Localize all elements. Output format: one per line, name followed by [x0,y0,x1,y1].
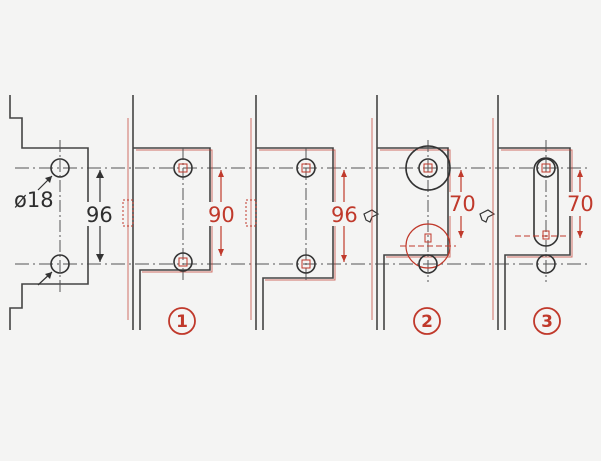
dimension-arrow-down [218,249,224,256]
door-profile [9,95,89,330]
bottom-screw [296,254,316,274]
panel3-spacing-label: 70 [449,192,476,216]
hand-pointer-icon [363,209,380,223]
panel-4: 70 3 [492,95,595,335]
dimension-label-bg [567,192,595,216]
original-spacing-label: 96 [86,203,113,227]
panel1-spacing-label: 90 [208,203,235,227]
step-2-badge [413,307,441,335]
top-hole [50,158,70,178]
bottom-screw [536,254,556,274]
bottom-screw-square [178,257,188,267]
top-screw-square [423,163,433,173]
dimension-label-bg [208,202,240,226]
dimension-arrow-up [96,170,104,178]
step-1-badge [168,307,196,335]
top-screw-square [178,163,188,173]
dimension-arrow-up [218,170,224,177]
cabinet-profile [256,147,334,330]
slot-outline [533,157,559,247]
diameter-arrowhead-bottom [45,272,52,279]
bottom-screw-square [301,259,311,269]
large-cup-inner [418,158,438,178]
large-cup-outer [405,145,451,191]
top-screw [173,158,193,178]
step-3-badge [533,307,561,335]
step-2-number: 2 [421,312,433,332]
hole-diameter-label: ø18 [14,188,54,212]
dimension-label-bg [86,202,116,226]
panel4-spacing-label: 70 [567,192,594,216]
dimension-label-bg [331,202,363,226]
bottom-screw [418,254,438,274]
dimension-arrow-up [458,170,464,177]
dimension-arrow-up [341,170,347,177]
lower-screw-square [542,230,550,240]
dimension-label-bg [449,192,477,216]
hand-pointer-icon [479,209,496,223]
dimension-arrow-down [577,231,583,238]
step-3-number: 3 [541,312,553,332]
top-screw [536,158,556,178]
top-screw-square [541,163,551,173]
cabinet-profile [377,147,449,330]
panel-2: 96 [245,95,380,330]
top-screw [296,158,316,178]
panel2-spacing-label: 96 [331,203,358,227]
panel-3: 70 2 [371,95,496,335]
panel-1: 90 1 [122,95,240,335]
bottom-screw [173,252,193,272]
panel-original: ø18 96 [9,95,116,330]
dimension-arrow-down [96,254,104,262]
bottom-hole [50,254,70,274]
top-screw-square [301,163,311,173]
dimension-arrow-up [577,170,583,177]
hinge-cup [122,199,134,227]
hinge-cup [245,199,257,227]
cabinet-profile [133,147,211,330]
bottom-screw-square [424,233,432,243]
step-1-number: 1 [176,312,188,332]
diameter-arrowhead-top [45,176,52,183]
dimension-arrow-down [341,255,347,262]
dimension-arrow-down [458,231,464,238]
